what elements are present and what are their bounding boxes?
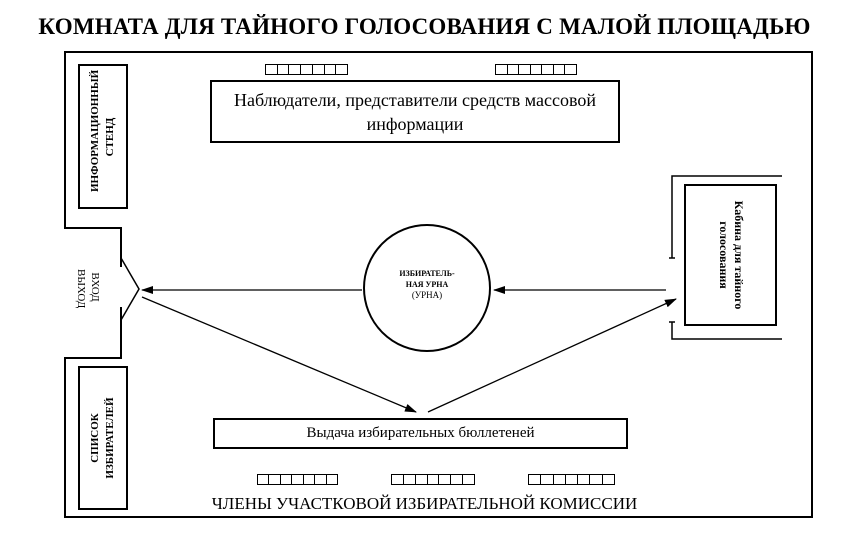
commission-seats	[391, 474, 475, 485]
arrow-entry-to-issue	[141, 296, 417, 413]
ballot-box-label-3: (УРНА)	[411, 290, 443, 300]
ballot-box: ИЗБИРАТЕЛЬ- НАЯ УРНА (УРНА)	[363, 224, 491, 352]
booth-frame	[671, 175, 782, 340]
info-stand: ИНФОРМАЦИОННЫЙ СТЕНД	[78, 64, 128, 209]
observer-seats	[265, 64, 348, 75]
observers-area: Наблюдатели, представители средств массо…	[210, 80, 620, 143]
info-stand-label: ИНФОРМАЦИОННЫЙ СТЕНД	[89, 69, 116, 192]
page-title: КОМНАТА ДЛЯ ТАЙНОГО ГОЛОСОВАНИЯ С МАЛОЙ …	[38, 14, 811, 39]
ballot-box-label-2: НАЯ УРНА	[405, 280, 449, 289]
commission-seats	[528, 474, 615, 485]
voter-list: СПИСОК ИЗБИРАТЕЛЕЙ	[78, 366, 128, 510]
arrow-issue-to-booth	[427, 298, 677, 413]
door-arrow	[120, 257, 140, 321]
ballot-box-label-1: ИЗБИРАТЕЛЬ-	[399, 269, 455, 278]
voting-booth-label: Кабина для тайного голосования	[716, 200, 746, 310]
entry-exit: ВХОД ВЫХОД	[65, 264, 111, 310]
voting-booth: Кабина для тайного голосования	[684, 184, 777, 326]
commission-label: ЧЛЕНЫ УЧАСТКОВОЙ ИЗБИРАТЕЛЬНОЙ КОМИССИИ	[211, 494, 638, 513]
observer-seats	[495, 64, 577, 75]
voter-list-label: СПИСОК ИЗБИРАТЕЛЕЙ	[89, 397, 116, 479]
commission-seats	[257, 474, 338, 485]
entry-exit-label: ВХОД ВЫХОД	[75, 269, 101, 309]
room-wall	[64, 51, 813, 518]
ballot-issue-desk: Выдача избирательных бюллетеней	[213, 418, 628, 449]
